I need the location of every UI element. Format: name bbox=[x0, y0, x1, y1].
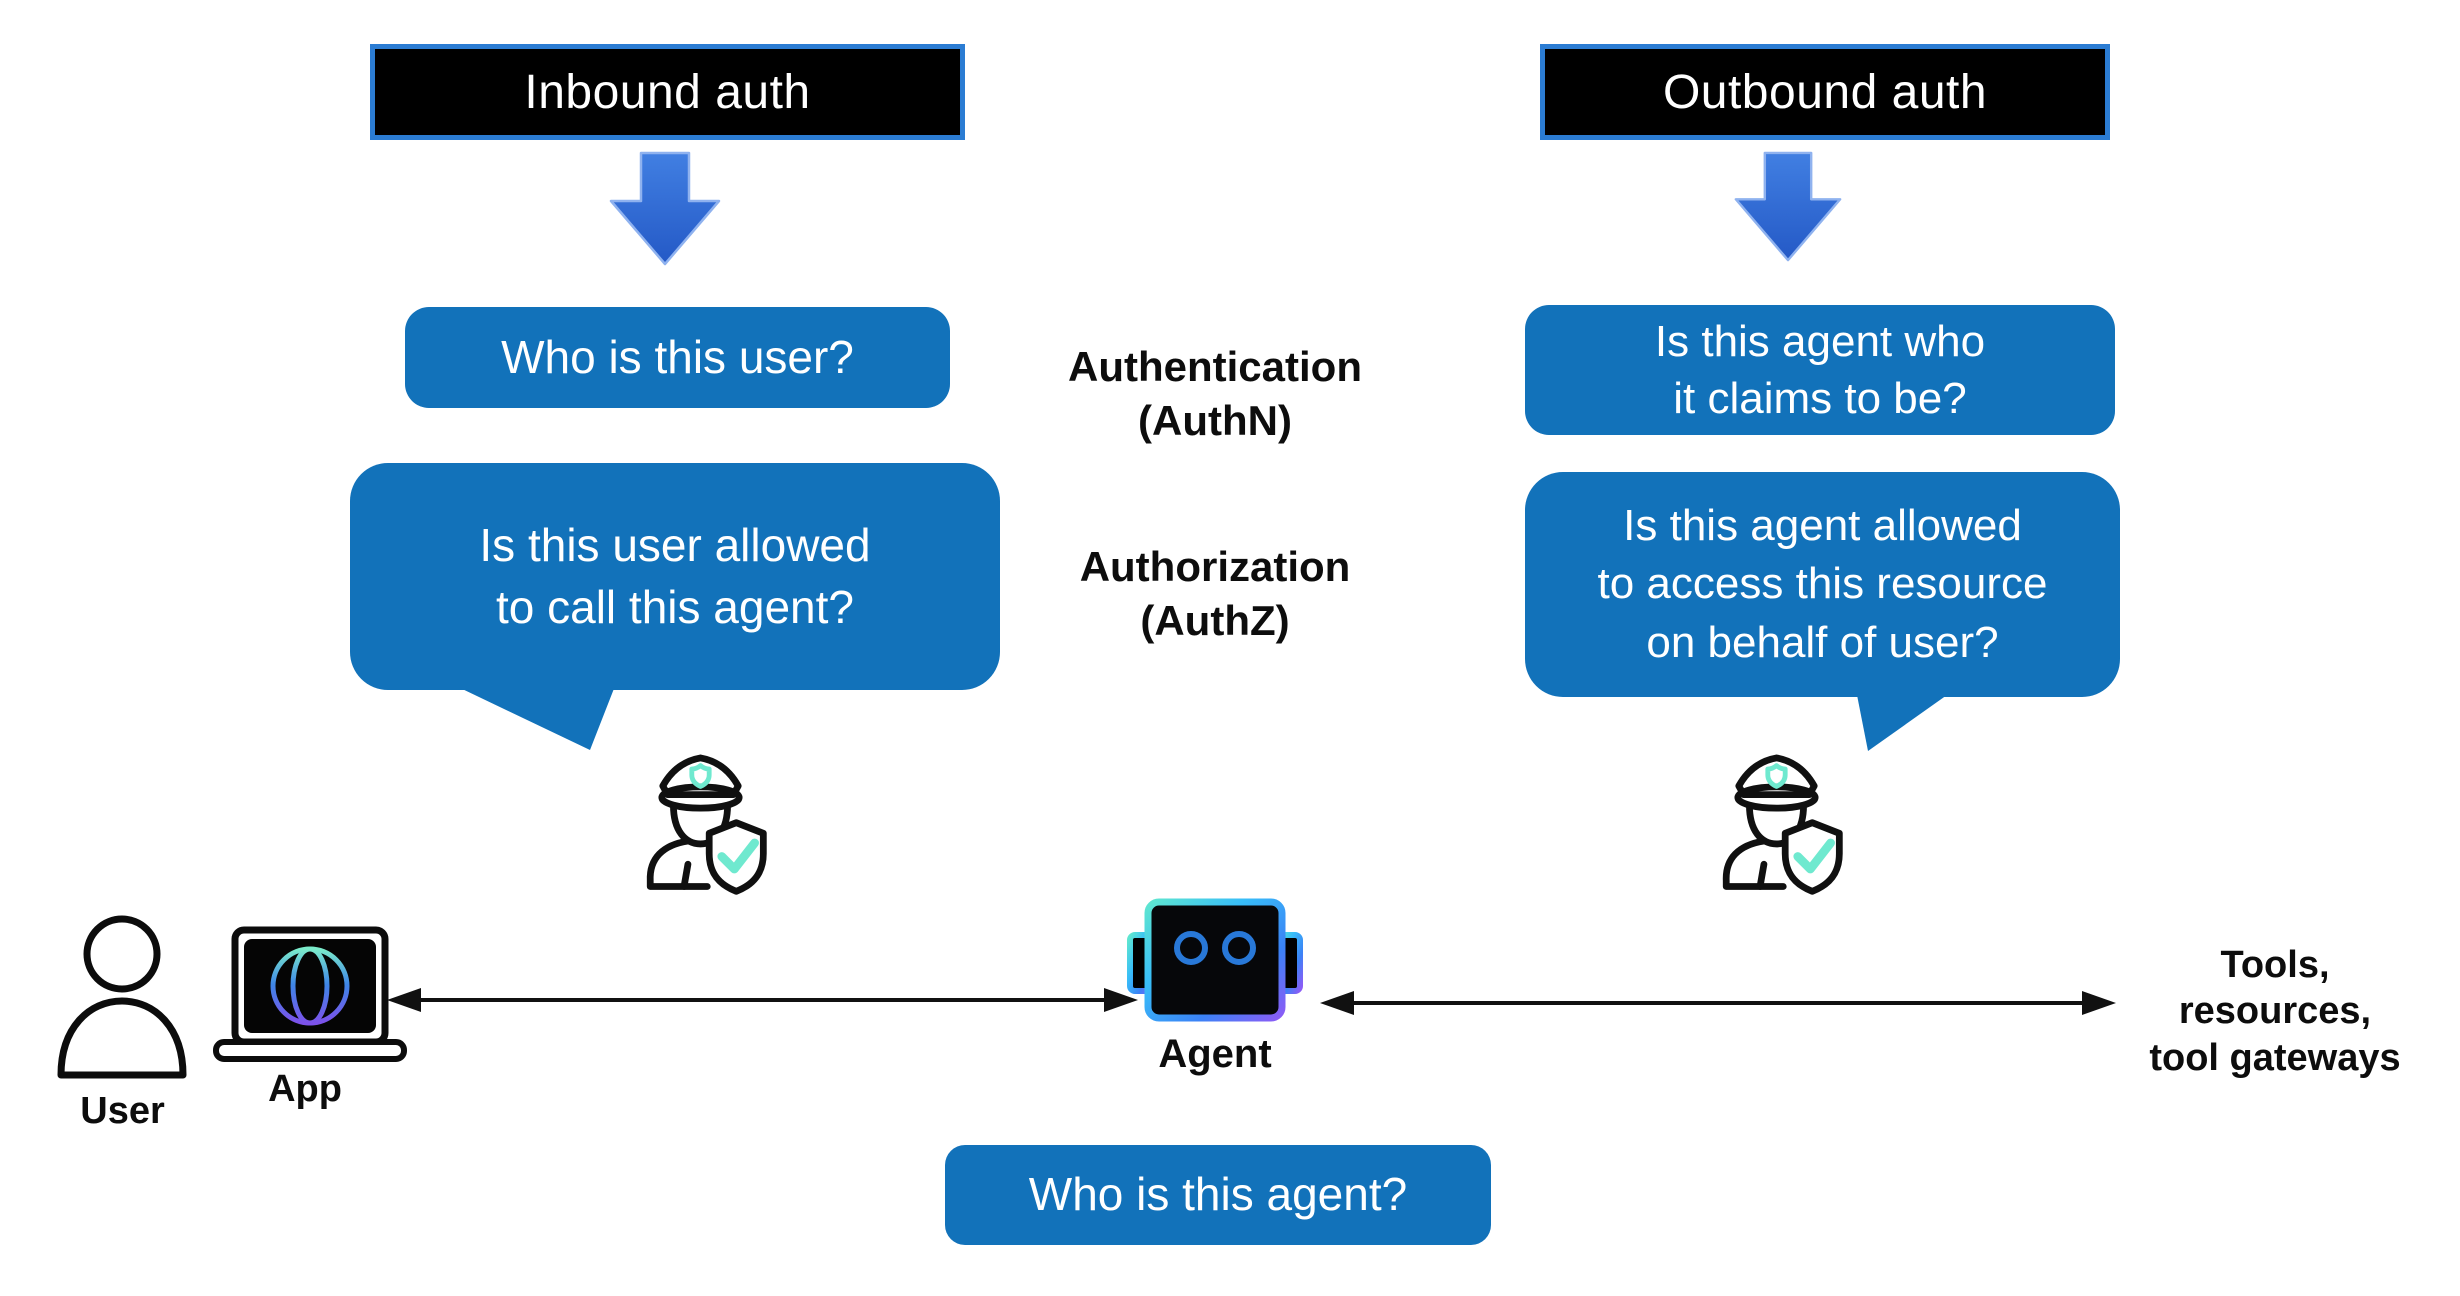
outbound-authz-bubble: Is this agent allowed to access this res… bbox=[1525, 472, 2120, 697]
inbound-auth-header: Inbound auth bbox=[370, 44, 965, 140]
inbound-bubble-tail bbox=[456, 686, 615, 750]
agent-robot-icon bbox=[1127, 898, 1303, 1022]
agent-identity-question: Who is this agent? bbox=[1028, 1168, 1408, 1221]
app-agent-link-arrow bbox=[387, 988, 1138, 1012]
agent-label: Agent bbox=[1158, 1032, 1272, 1076]
app-laptop-icon bbox=[213, 926, 407, 1062]
outbound-down-arrow-icon bbox=[1734, 151, 1842, 262]
user-label: User bbox=[80, 1090, 165, 1132]
inbound-auth-header-label: Inbound auth bbox=[524, 65, 811, 119]
outbound-auth-header-label: Outbound auth bbox=[1662, 65, 1988, 119]
authorization-legend-line1: Authorization bbox=[1079, 543, 1351, 590]
tools-resources-label: Tools, resources, tool gateways bbox=[2110, 942, 2440, 1081]
user-icon bbox=[57, 915, 187, 1079]
agent-tools-link-arrow bbox=[1320, 991, 2116, 1015]
outbound-authz-line1: Is this agent allowed bbox=[1623, 500, 2022, 550]
inbound-guard-officer-icon bbox=[646, 754, 767, 895]
inbound-authz-line2: to call this agent? bbox=[495, 580, 854, 633]
outbound-authn-question-line1: Is this agent who bbox=[1654, 316, 1986, 366]
outbound-auth-header: Outbound auth bbox=[1540, 44, 2110, 140]
authorization-legend-line2: (AuthZ) bbox=[1140, 596, 1290, 644]
tools-label-line2: resources, bbox=[2178, 990, 2372, 1033]
outbound-authz-line2: to access this resource bbox=[1597, 559, 2048, 609]
authentication-legend: Authentication (AuthN) bbox=[1015, 340, 1415, 448]
inbound-authn-question: Who is this user? bbox=[501, 330, 854, 383]
tools-label-line3: tool gateways bbox=[2149, 1036, 2401, 1079]
inbound-authz-bubble: Is this user allowed to call this agent? bbox=[350, 463, 1000, 690]
authentication-legend-line1: Authentication bbox=[1068, 343, 1362, 390]
app-label: App bbox=[268, 1068, 342, 1110]
authentication-legend-line2: (AuthN) bbox=[1138, 396, 1292, 444]
inbound-authn-question-box: Who is this user? bbox=[405, 307, 950, 408]
outbound-guard-officer-icon bbox=[1722, 754, 1843, 895]
outbound-authn-question-box: Is this agent who it claims to be? bbox=[1525, 305, 2115, 435]
outbound-bubble-tail bbox=[1857, 695, 1947, 751]
inbound-authz-line1: Is this user allowed bbox=[479, 519, 871, 572]
tools-label-line1: Tools, bbox=[2220, 944, 2330, 986]
outbound-authz-line3: on behalf of user? bbox=[1646, 617, 1999, 667]
inbound-down-arrow-icon bbox=[609, 151, 721, 266]
authorization-legend: Authorization (AuthZ) bbox=[1015, 540, 1415, 648]
agent-identity-question-box: Who is this agent? bbox=[945, 1145, 1491, 1245]
outbound-authn-question-line2: it claims to be? bbox=[1673, 374, 1967, 423]
